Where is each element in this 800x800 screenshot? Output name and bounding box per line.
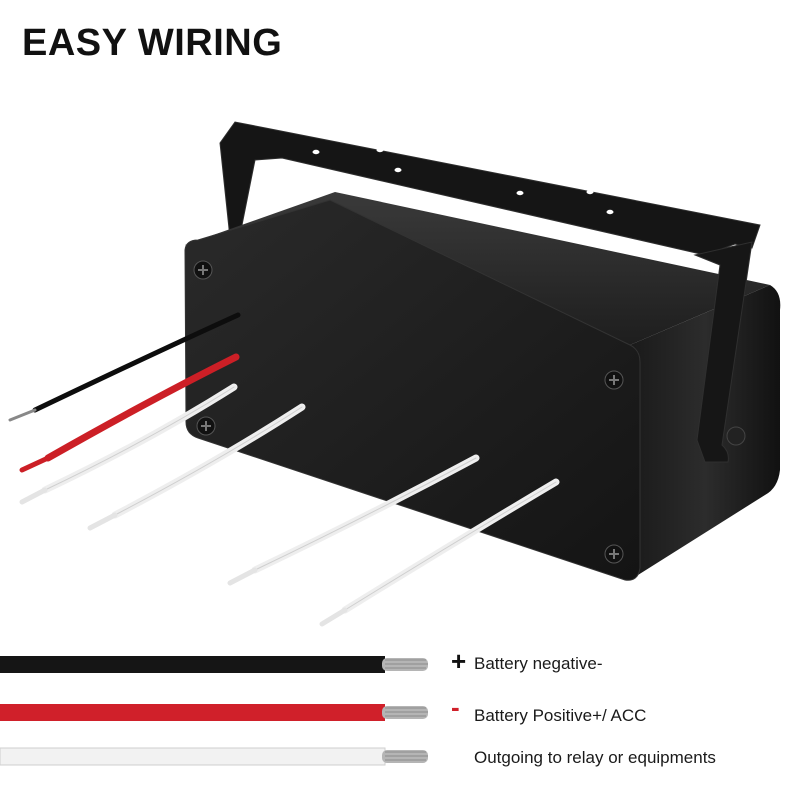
wire-sample-black: [0, 656, 428, 673]
box-front: [184, 199, 641, 581]
bracket-arm: [693, 241, 753, 463]
sign-minus: -: [451, 692, 460, 722]
wire-sample-red: [0, 704, 428, 721]
legend-row-outgoing: Outgoing to relay or equipments: [0, 742, 800, 772]
legend-row-negative: + Battery negative-: [0, 646, 800, 680]
legend-label-outgoing: Outgoing to relay or equipments: [474, 748, 716, 767]
legend-label-negative: Battery negative-: [474, 654, 603, 673]
legend-label-positive: Battery Positive+/ ACC: [474, 706, 647, 725]
sign-plus: +: [451, 646, 467, 676]
product-wires: [8, 312, 560, 627]
screw-icon: [193, 260, 624, 564]
bracket-knob: [726, 426, 746, 446]
bracket-hole-icon: [312, 147, 614, 215]
product-scene: [8, 121, 781, 627]
wire-sample-white: [0, 747, 428, 766]
page-title: EASY WIRING: [22, 22, 283, 64]
legend-row-positive: - Battery Positive+/ ACC: [0, 692, 800, 728]
